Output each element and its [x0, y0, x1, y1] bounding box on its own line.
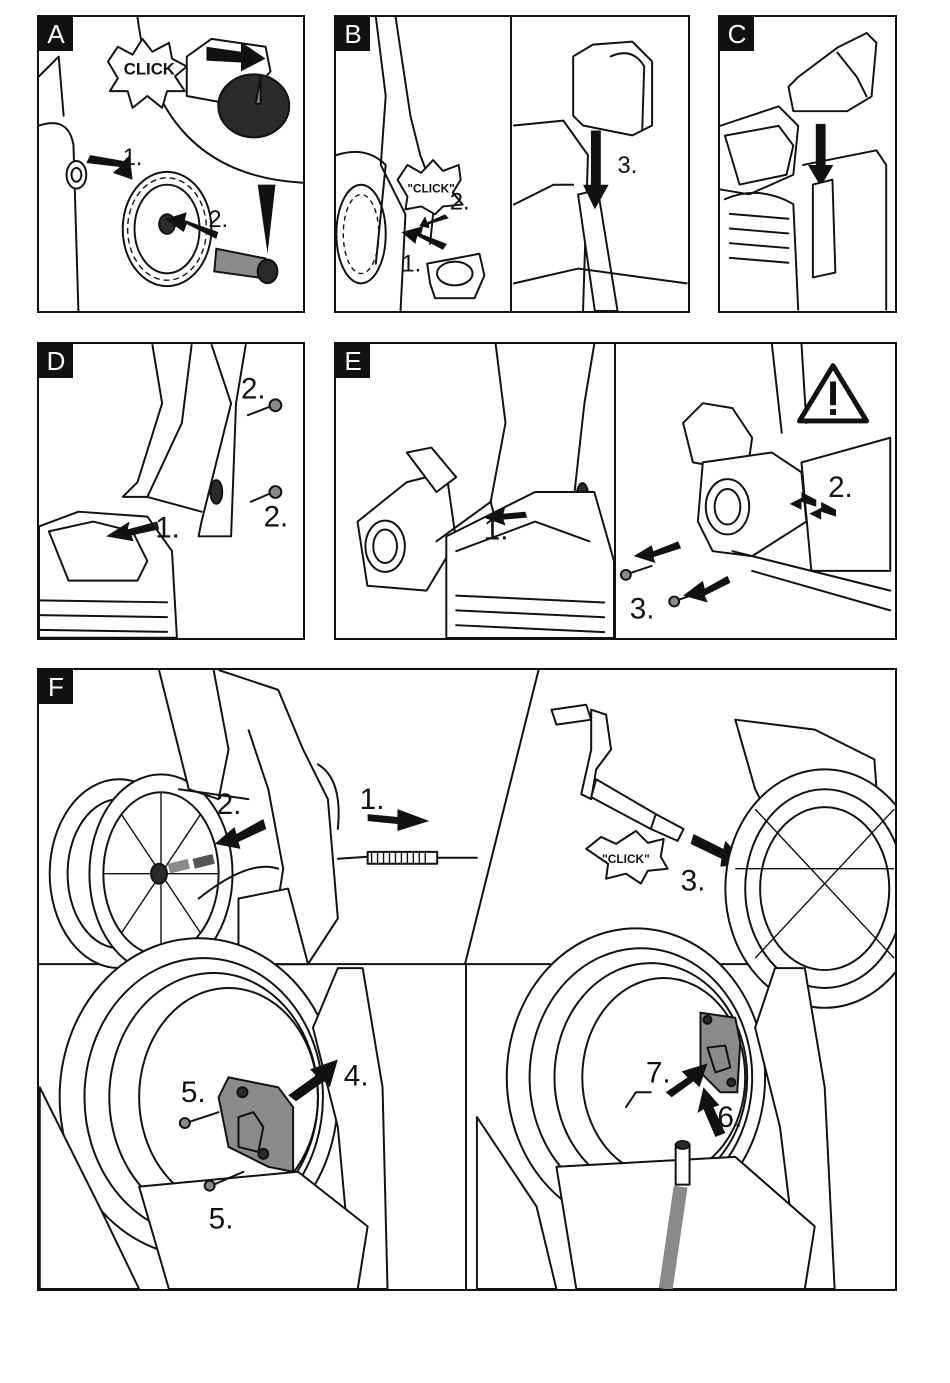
panel-d-illustration: 2. 2. 1.	[39, 344, 303, 638]
panel-c: C	[718, 15, 897, 313]
step-f-5b: 5.	[209, 1202, 234, 1235]
step-f-6: 6.	[717, 1101, 742, 1134]
step-f-4: 4.	[344, 1059, 369, 1092]
panel-label-c: C	[720, 17, 754, 51]
panel-label-e: E	[336, 344, 370, 378]
step-a-2: 2.	[208, 207, 228, 233]
step-d-2b: 2.	[264, 500, 289, 533]
step-f-7: 7.	[646, 1056, 671, 1089]
click-label-b: "CLICK"	[407, 182, 454, 196]
step-f-2: 2.	[217, 788, 242, 821]
step-f-3: 3.	[681, 865, 706, 898]
step-f-5a: 5.	[181, 1076, 206, 1109]
panel-f-illustration: 2. 1. "CLICK" 3.	[39, 670, 895, 1289]
panel-label-d: D	[39, 344, 73, 378]
panel-e: E 1. 2. 3.	[334, 342, 897, 640]
panel-a: A CLICK 1. 2.	[37, 15, 305, 313]
step-e-2: 2.	[828, 471, 853, 504]
panel-b-illustration: "CLICK" 1. 2. 3.	[336, 17, 688, 311]
step-b-1: 1.	[402, 252, 422, 278]
step-d-1: 1.	[155, 511, 180, 544]
step-e-1: 1.	[484, 513, 509, 546]
panel-label-b: B	[336, 17, 370, 51]
step-b-2: 2.	[450, 189, 470, 215]
panel-label-a: A	[39, 17, 73, 51]
step-f-1: 1.	[360, 783, 385, 816]
panel-a-illustration: CLICK 1. 2.	[39, 17, 303, 311]
panel-b: B "CLICK" 1. 2. 3.	[334, 15, 690, 313]
step-d-2a: 2.	[241, 372, 266, 405]
step-b-3: 3.	[618, 153, 638, 179]
panel-d: D 2. 2. 1.	[37, 342, 305, 640]
step-e-3: 3.	[630, 592, 655, 625]
panel-f: F 2. 1. "CLICK" 3.	[37, 668, 897, 1291]
warning-triangle-icon	[799, 366, 866, 421]
panel-c-illustration	[720, 17, 895, 311]
panel-e-illustration: 1. 2. 3.	[336, 344, 895, 638]
click-label-f: "CLICK"	[602, 852, 650, 866]
panel-label-f: F	[39, 670, 73, 704]
click-label: CLICK	[124, 59, 175, 78]
step-a-1: 1.	[123, 145, 143, 171]
